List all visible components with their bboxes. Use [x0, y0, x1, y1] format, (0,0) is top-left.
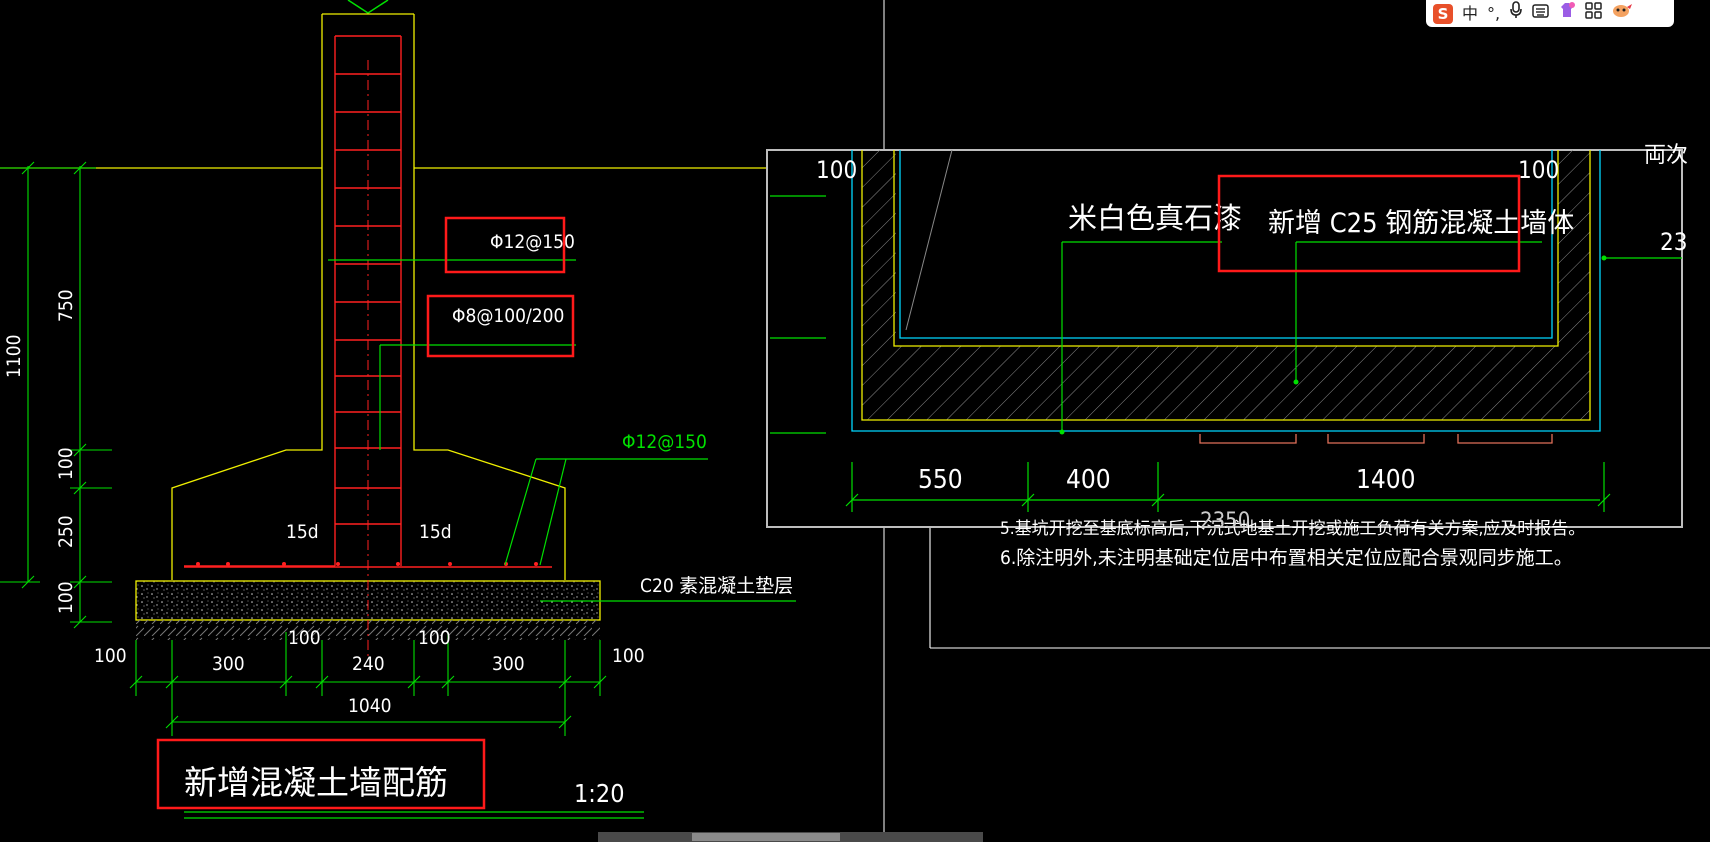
- highlight-box-wall-label: [1217, 174, 1521, 273]
- overlay-dim-1400: 1400: [1356, 465, 1416, 495]
- dim-h-300-right: 300: [492, 653, 525, 675]
- overlay-partial-top-right: 両次: [1644, 143, 1688, 168]
- overlay-dim-100-right: 100: [1518, 156, 1559, 184]
- dim-250: 250: [55, 515, 77, 548]
- main-bar-callout: Φ12@150: [490, 231, 575, 253]
- keyboard-icon[interactable]: [1532, 0, 1549, 27]
- mascot-icon[interactable]: [1611, 0, 1633, 27]
- dim-h-total: 1040: [348, 695, 392, 717]
- wall-outline: [171, 13, 566, 580]
- dim-h-240: 240: [352, 653, 385, 675]
- stirrup-callout: Φ8@100/200: [452, 305, 564, 327]
- overlay-dim-400: 400: [1066, 465, 1111, 495]
- highlight-boxes-left: [156, 216, 575, 810]
- overlay-dim-550: 550: [918, 465, 963, 495]
- drawing-title: 新增混凝土墙配筋 1:20: [184, 763, 644, 819]
- chinese-mode-icon[interactable]: 中: [1462, 4, 1479, 23]
- anchor-right-label: 15d: [419, 521, 452, 543]
- dim-h-100-inner-right: 100: [418, 627, 451, 649]
- dim-750: 750: [55, 289, 77, 322]
- wall-top-break-mark: [347, 0, 389, 14]
- drawing-scale: 1:20: [574, 779, 625, 808]
- dim-100-top: 100: [55, 447, 77, 480]
- cushion-label: C20 素混凝土垫层: [640, 575, 793, 597]
- dim-h-100-right: 100: [612, 645, 645, 667]
- new-wall-label: 新增 C25 钢筋混凝土墙体: [1268, 208, 1574, 239]
- microphone-icon[interactable]: [1509, 0, 1523, 27]
- sogou-logo-icon[interactable]: S: [1433, 3, 1453, 24]
- detail-overlay: 5.基坑开挖至基底标高后,下沉式地基土开挖或施工负荷有关方案,应及时报告。: [766, 143, 1688, 539]
- dim-100-bottom: 100: [55, 581, 77, 614]
- dim-total-height: 1100: [3, 335, 25, 379]
- vertical-dimensions: [0, 161, 112, 629]
- horizontal-scrollbar[interactable]: [598, 832, 983, 842]
- overlay-partial-23: 23: [1660, 228, 1687, 256]
- toolbox-icon[interactable]: [1585, 0, 1602, 27]
- scrollbar-thumb[interactable]: [692, 833, 840, 841]
- skin-icon[interactable]: [1558, 0, 1576, 27]
- drawing-title-text: 新增混凝土墙配筋: [184, 763, 448, 802]
- punctuation-icon[interactable]: °,: [1487, 4, 1501, 23]
- horizontal-dimensions: [129, 632, 607, 736]
- dim-h-100-left: 100: [94, 645, 127, 667]
- rebar-dots: [196, 562, 538, 566]
- dim-h-100-inner-left: 100: [288, 627, 321, 649]
- overlay-dim-100-left: 100: [816, 156, 857, 184]
- overlay-dim-total-partial: 2350: [1200, 509, 1250, 534]
- note-6: 6.除注明外,未注明基础定位居中布置相关定位应配合景观同步施工。: [1000, 547, 1573, 569]
- ime-toolbar[interactable]: S 中 °,: [1426, 0, 1674, 27]
- anchor-left-label: 15d: [286, 521, 319, 543]
- finish-label: 米白色真石漆: [1068, 201, 1242, 235]
- note-5-partial: 5.基坑开挖至基底标高后,下沉式地基土开挖或施工负荷有关方案,应及时报告。: [1000, 519, 1585, 539]
- callout-leaders: [328, 259, 796, 602]
- base-bar-callout: Φ12@150: [622, 431, 707, 453]
- dim-h-300-left: 300: [212, 653, 245, 675]
